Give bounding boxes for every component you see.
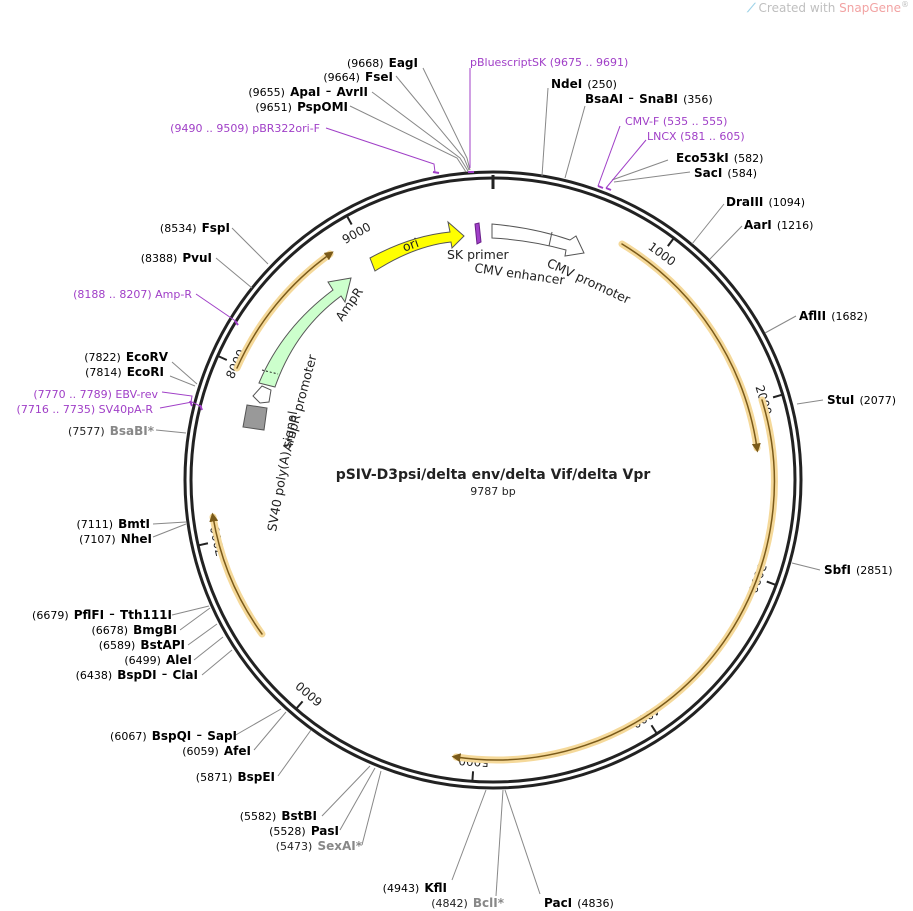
site-bspdi-clai[interactable]: (6438) BspDI - ClaI [76,664,198,683]
site-bmgbi[interactable]: (6678) BmgBI [91,619,177,638]
site-bspei[interactable]: (5871) BspEI [196,766,275,785]
feature-sk-primer[interactable]: SK primer [447,222,510,262]
cmv-arrow-shape [491,223,585,257]
ori-label: ori [400,235,420,255]
orf-arrow-4 [233,250,334,372]
site-stui[interactable]: StuI (2077) [827,389,896,408]
ori-arrow-shape [369,220,465,272]
site-bstbi[interactable]: (5582) BstBI [240,805,317,824]
orf-arrow-3 [209,512,266,638]
site-bspqi-sapi[interactable]: (6067) BspQI - SapI [110,725,237,744]
ampr-arrow-shape [258,277,352,388]
feature-sv40-polya[interactable]: SV40 poly(A) signal [242,404,300,533]
primer-pbluescriptsk[interactable]: pBluescriptSK (9675 .. 9691) [470,56,628,69]
site-pflfi-tth111i[interactable]: (6679) PflFI - Tth111I [32,604,172,623]
site-bstapi[interactable]: (6589) BstAPI [99,634,185,653]
site-aflii[interactable]: AflII (1682) [799,305,868,324]
primer-amp-r[interactable]: (8188 .. 8207) Amp-R [73,288,192,301]
ampr-promoter-shape [252,385,272,404]
site-psp0mi[interactable]: (9651) PspOMI [255,96,348,115]
sv40-polya-shape [242,404,268,431]
leader-lines [152,67,824,897]
primer-marks [189,171,612,411]
site-bsabi[interactable]: (7577) BsaBI* [68,420,155,439]
sk-primer-shape [474,222,482,245]
site-aari[interactable]: AarI (1216) [744,214,813,233]
site-ecorv[interactable]: (7822) EcoRV [84,346,168,365]
site-saci[interactable]: SacI (584) [694,162,757,181]
orf-arrows [209,240,778,764]
cmv-divider [548,231,553,247]
site-kfli[interactable]: (4943) KflI [383,877,447,896]
primer-labels: pBluescriptSK (9675 .. 9691) (9490 .. 95… [17,56,745,416]
site-labels: (9668) EagI (9664) FseI (9655) ApaI - Av… [32,52,896,911]
plasmid-size: 9787 bp [470,485,515,498]
primer-sv40pa-r[interactable]: (7716 .. 7735) SV40pA-R [17,403,154,416]
primer-leader-lines [159,68,647,409]
site-eco53ki[interactable]: Eco53kI (582) [676,147,763,166]
site-apai-avrii[interactable]: (9655) ApaI - AvrII [248,81,368,100]
tick-2000: 2000 [752,384,783,417]
primer-ebv-rev[interactable]: (7770 .. 7789) EBV-rev [33,388,158,401]
site-sexai[interactable]: (5473) SexAI* [276,835,363,854]
feature-cmv[interactable]: CMV enhancer CMV promoter [474,223,634,307]
sv40-polya-label: SV40 poly(A) signal [264,410,300,533]
site-pasi[interactable]: (5528) PasI [269,820,339,839]
ampr-dotted [261,369,279,375]
site-afei[interactable]: (6059) AfeI [182,740,251,759]
snapgene-watermark: ⟋Created with SnapGene® [747,0,909,15]
site-sbfi[interactable]: SbfI (2851) [824,559,893,578]
plasmid-name: pSIV-D3psi/delta env/delta Vif/delta Vpr [336,467,651,483]
site-nhei[interactable]: (7107) NheI [79,528,152,547]
site-ndei[interactable]: NdeI (250) [551,73,617,92]
site-alei[interactable]: (6499) AleI [124,649,192,668]
primer-pbr322ori-f[interactable]: (9490 .. 9509) pBR322ori-F [170,122,320,135]
sk-primer-label: SK primer [447,247,510,262]
site-paci[interactable]: PacI (4836) [544,892,614,911]
site-bmti[interactable]: (7111) BmtI [76,513,150,532]
site-pvui[interactable]: (8388) PvuI [141,247,212,266]
orf-arrow-2 [451,396,778,764]
feature-ori[interactable]: ori [369,220,465,272]
backbone-outer [183,170,803,790]
site-fsei[interactable]: (9664) FseI [323,66,393,85]
snapgene-logo-icon: ⟋ [747,1,756,15]
svg-text:6000: 6000 [293,679,325,710]
site-draiii[interactable]: DraIII (1094) [726,191,805,210]
site-bsaai-snabi[interactable]: BsaAI - SnaBI (356) [585,88,713,107]
site-bcli[interactable]: (4842) BclI* [431,892,505,911]
primer-cmv-f[interactable]: CMV-F (535 .. 555) [625,115,727,128]
orf-arrow-1 [618,240,761,453]
primer-lncx[interactable]: LNCX (581 .. 605) [647,130,745,143]
svg-text:9000: 9000 [340,220,374,247]
site-ecori[interactable]: (7814) EcoRI [85,361,164,380]
site-fspi[interactable]: (8534) FspI [160,217,230,236]
site-eagi[interactable]: (9668) EagI [347,52,418,71]
